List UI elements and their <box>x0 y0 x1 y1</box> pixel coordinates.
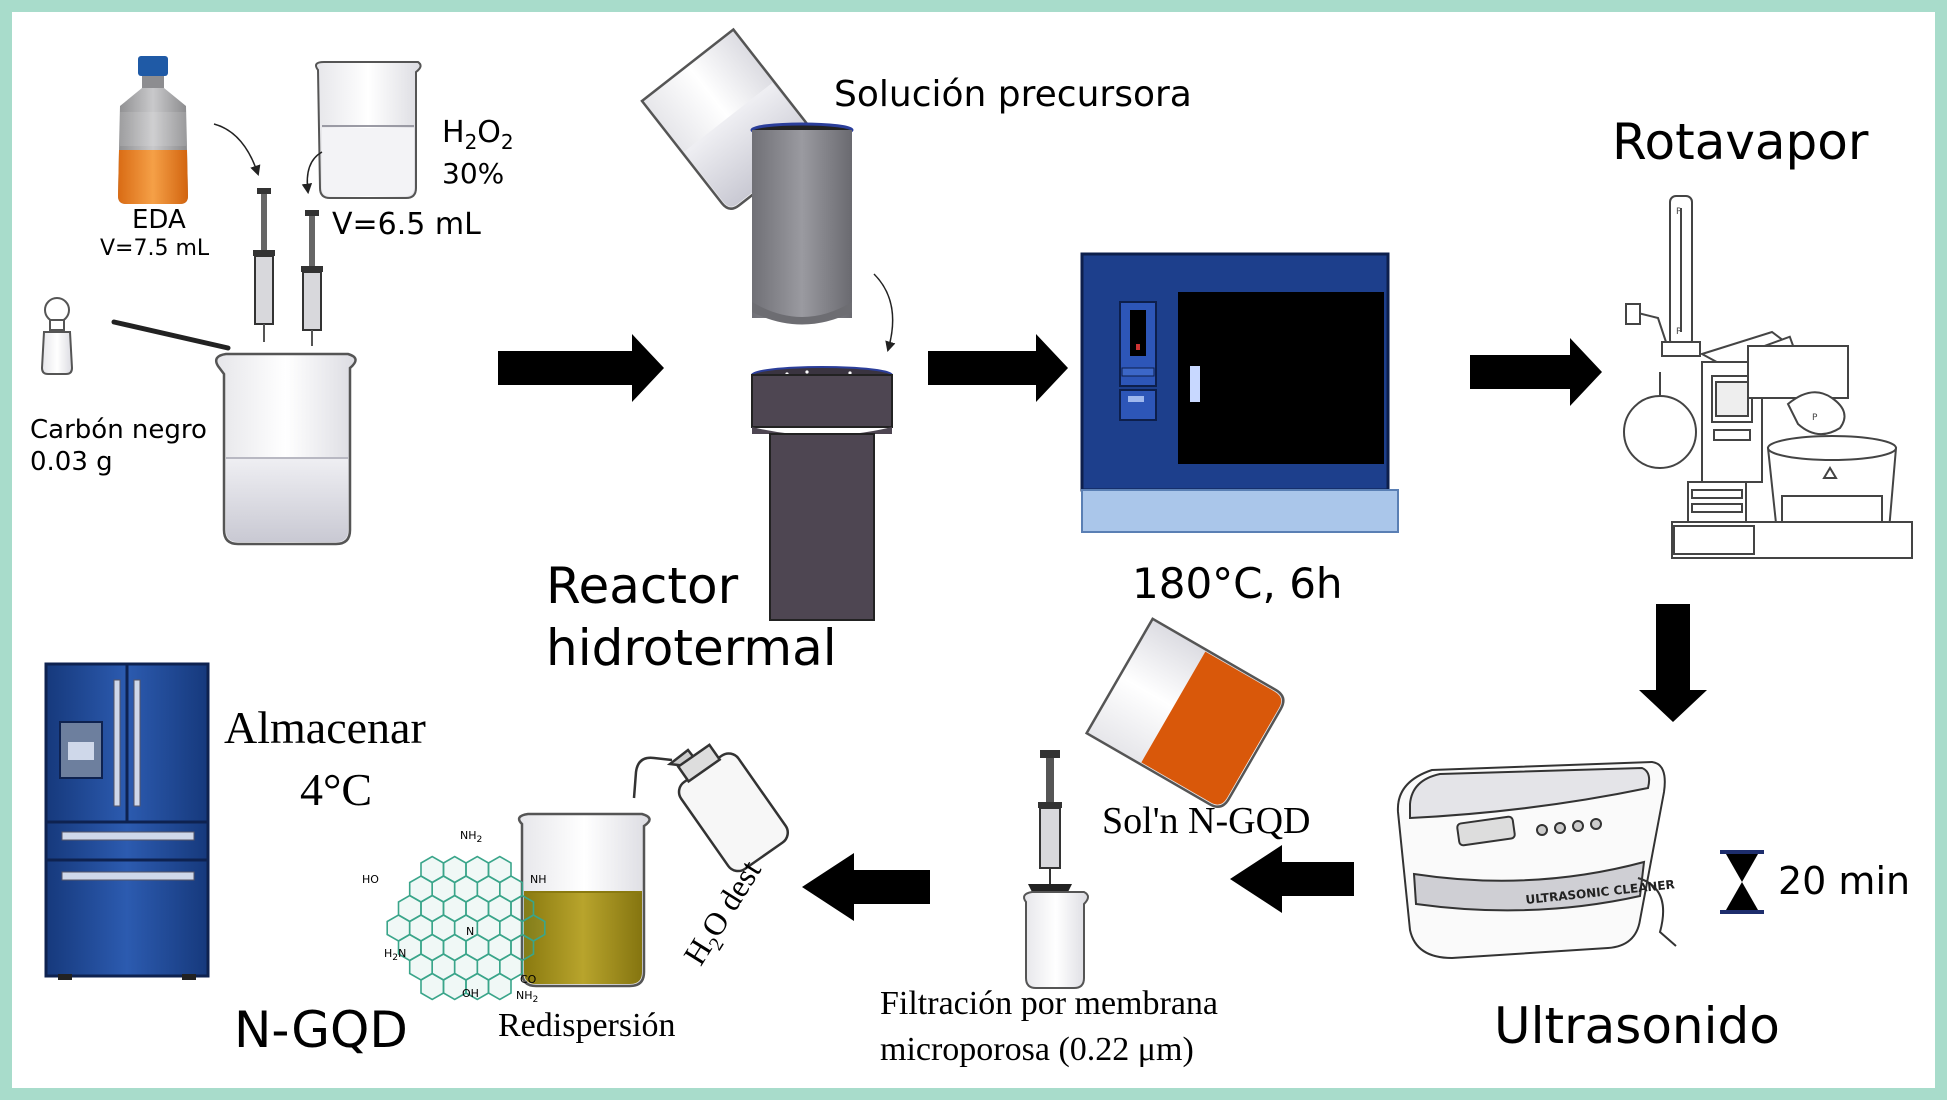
arrow-down <box>1639 604 1707 722</box>
h2o2-sub-1: 2 <box>464 130 478 154</box>
chem-h2n: H2N <box>384 947 407 964</box>
wash-bottle-icon <box>632 743 789 873</box>
syringe-icon <box>253 188 275 342</box>
reactor-label-line1: Reactor <box>546 557 739 615</box>
beaker-icon <box>517 812 651 988</box>
h2o2-sub-2: 2 <box>500 130 514 154</box>
oven-conditions-label: 180°C, 6h <box>1132 559 1343 608</box>
storage-label-line1: Almacenar <box>224 702 426 753</box>
precursor-solution-label: Solución precursora <box>834 74 1192 115</box>
eda-volume-label: V=7.5 mL <box>100 236 210 261</box>
arrow-eda-to-syringe <box>213 123 261 176</box>
rotavapor-label: Rotavapor <box>1612 113 1869 171</box>
reactor-icon <box>751 366 893 621</box>
hourglass-icon <box>1720 850 1764 914</box>
chem-oh: OH <box>462 987 479 1000</box>
h2o2-volume: V=6.5 mL <box>332 207 481 242</box>
svg-text:P: P <box>1812 413 1818 423</box>
chem-nh2-bottom: NH2 <box>516 989 539 1006</box>
oven-icon <box>1080 252 1399 533</box>
svg-text:P: P <box>1676 327 1682 337</box>
storage-label-line2: 4°C <box>300 764 373 815</box>
fridge-icon <box>44 662 210 980</box>
ultrasound-label: Ultrasonido <box>1494 997 1780 1055</box>
ngqd-solution-label: Sol'n N-GQD <box>1102 800 1311 842</box>
chem-nh2-top: NH2 <box>460 829 483 846</box>
rotavapor-icon: P P P <box>1623 195 1913 559</box>
chem-nh: NH <box>530 873 547 886</box>
diagram-frame: P P P ULTR <box>12 12 1935 1088</box>
filter-syringe-icon <box>1028 750 1072 908</box>
graphene-structure-icon <box>386 855 546 1001</box>
h2o2-concentration: 30% <box>442 157 505 190</box>
filtration-label-line2: microporosa (0.22 μm) <box>880 1031 1194 1068</box>
arrow-right <box>1470 338 1602 406</box>
chem-n-center: N <box>466 925 475 938</box>
filtration-label-line1: Filtración por membrana <box>880 985 1219 1022</box>
reactor-label-line2: hidrotermal <box>546 619 837 677</box>
beaker-icon <box>1023 891 1089 989</box>
syringe-icon <box>301 210 323 346</box>
h2o2-o: O <box>477 115 501 150</box>
process-diagram: P P P ULTR <box>40 27 1913 1001</box>
beaker-icon <box>315 61 422 199</box>
arrow-right <box>498 334 664 402</box>
chem-ho: HO <box>362 873 379 886</box>
reactor-liner-icon <box>750 122 854 325</box>
product-label: N-GQD <box>234 1001 408 1059</box>
stirrer-icon <box>111 319 231 351</box>
beaker-icon <box>1084 617 1285 808</box>
arrow-left <box>1230 845 1354 913</box>
sonication-time-label: 20 min <box>1778 859 1911 903</box>
arrow-right <box>928 334 1068 402</box>
beaker-icon <box>215 352 357 546</box>
eda-label: EDA <box>132 205 186 235</box>
arrow-liner-to-reactor <box>873 273 896 353</box>
chem-co: CO <box>520 973 537 986</box>
ultrasonic-cleaner-icon <box>1396 760 1677 960</box>
bottle-icon <box>118 56 188 204</box>
h2o2-formula: H2O2 <box>442 115 514 154</box>
arrow-h2o2-to-syringe <box>301 151 323 195</box>
weighing-bottle-icon <box>40 297 74 375</box>
redispersion-label: Redispersión <box>498 1007 676 1044</box>
h2o2-h: H <box>442 115 465 150</box>
graphene-ring <box>521 914 546 942</box>
carbon-black-label: Carbón negro <box>30 415 207 445</box>
carbon-mass-label: 0.03 g <box>30 447 113 477</box>
svg-text:P: P <box>1676 207 1682 217</box>
arrow-left <box>802 853 930 921</box>
